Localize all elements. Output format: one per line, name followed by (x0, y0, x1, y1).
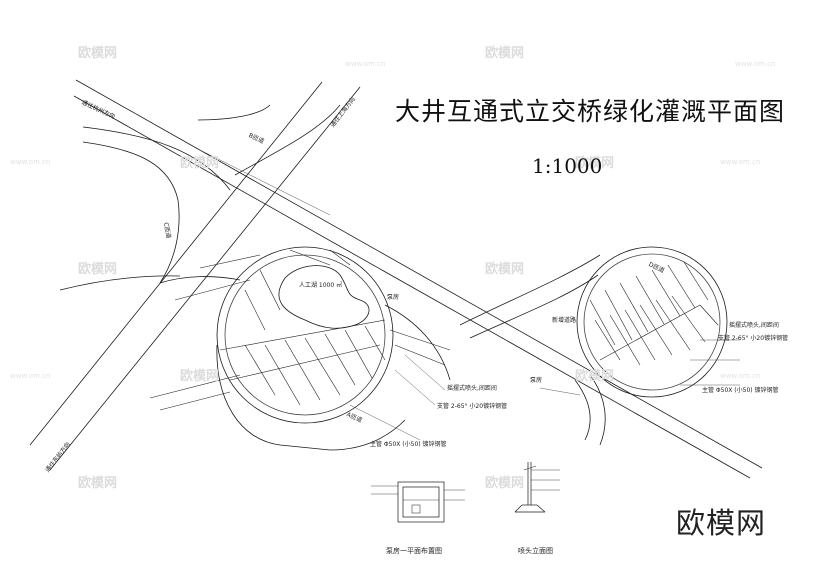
watermark: 欧模网 (180, 369, 220, 384)
branch-pipe-label: 支管 2-65° 小20镀锌钢管 (437, 403, 508, 410)
main-pipe-label: 主管 Φ50X (小50) 镀锌钢管 (702, 387, 779, 394)
pump-label: 泵房 (387, 294, 400, 301)
right-loop (459, 246, 728, 446)
watermark-url: www.om.cn (10, 372, 51, 380)
irrigation-right (589, 261, 719, 366)
main-pipe-label: 主管 Φ50X (小50) 镀锌钢管 (370, 441, 447, 448)
watermark: 欧模网 (78, 476, 118, 491)
detail-head-caption: 喷头立面图 (518, 547, 553, 555)
watermark: 欧模网 (575, 369, 615, 384)
watermark-url: www.om.cn (720, 372, 761, 380)
watermark: 欧模网 (78, 262, 118, 277)
crossing-road (29, 81, 361, 471)
detail-pump-plan (371, 481, 465, 523)
watermark-url: www.om.cn (10, 158, 51, 166)
left-loop (216, 246, 451, 451)
drawing-title: 大井互通式立交桥绿化灌溉平面图 (395, 97, 786, 126)
watermark: 欧模网 (575, 156, 615, 171)
watermark-url: www.om.cn (720, 158, 761, 166)
irrigation-left (149, 249, 451, 411)
sprinkler-label: 摇摆式喷头,间距间 (447, 385, 497, 392)
artificial-lake (278, 265, 370, 329)
pump-label: 泵房 (530, 377, 543, 384)
new-road-label: 新增道路 (552, 317, 577, 324)
branch-pipe-label: 支管 2-65° 小20镀锌钢管 (718, 335, 789, 342)
watermark: 欧模网 (485, 262, 525, 277)
watermark: 欧模网 (485, 46, 525, 61)
detail-pump-caption: 泵房一平面布置图 (386, 547, 442, 555)
watermark: 欧模网 (485, 476, 525, 491)
sprinkler-label: 摇摆式喷头,间距间 (729, 322, 779, 329)
drawing-scale: 1:1000 (532, 154, 603, 178)
leader-lines (349, 339, 740, 441)
main-highway (73, 79, 763, 479)
watermark: 欧模网 (78, 46, 118, 61)
brand-logo: 欧模网 (676, 506, 767, 540)
watermark-url: www.om.cn (345, 60, 386, 68)
left-loop-ramps (59, 104, 341, 291)
lake-label: 人工湖 1000 ㎡ (299, 282, 343, 289)
detail-head-elevation (514, 462, 560, 513)
watermark: 欧模网 (180, 156, 220, 171)
watermark-url: www.om.cn (735, 60, 776, 68)
